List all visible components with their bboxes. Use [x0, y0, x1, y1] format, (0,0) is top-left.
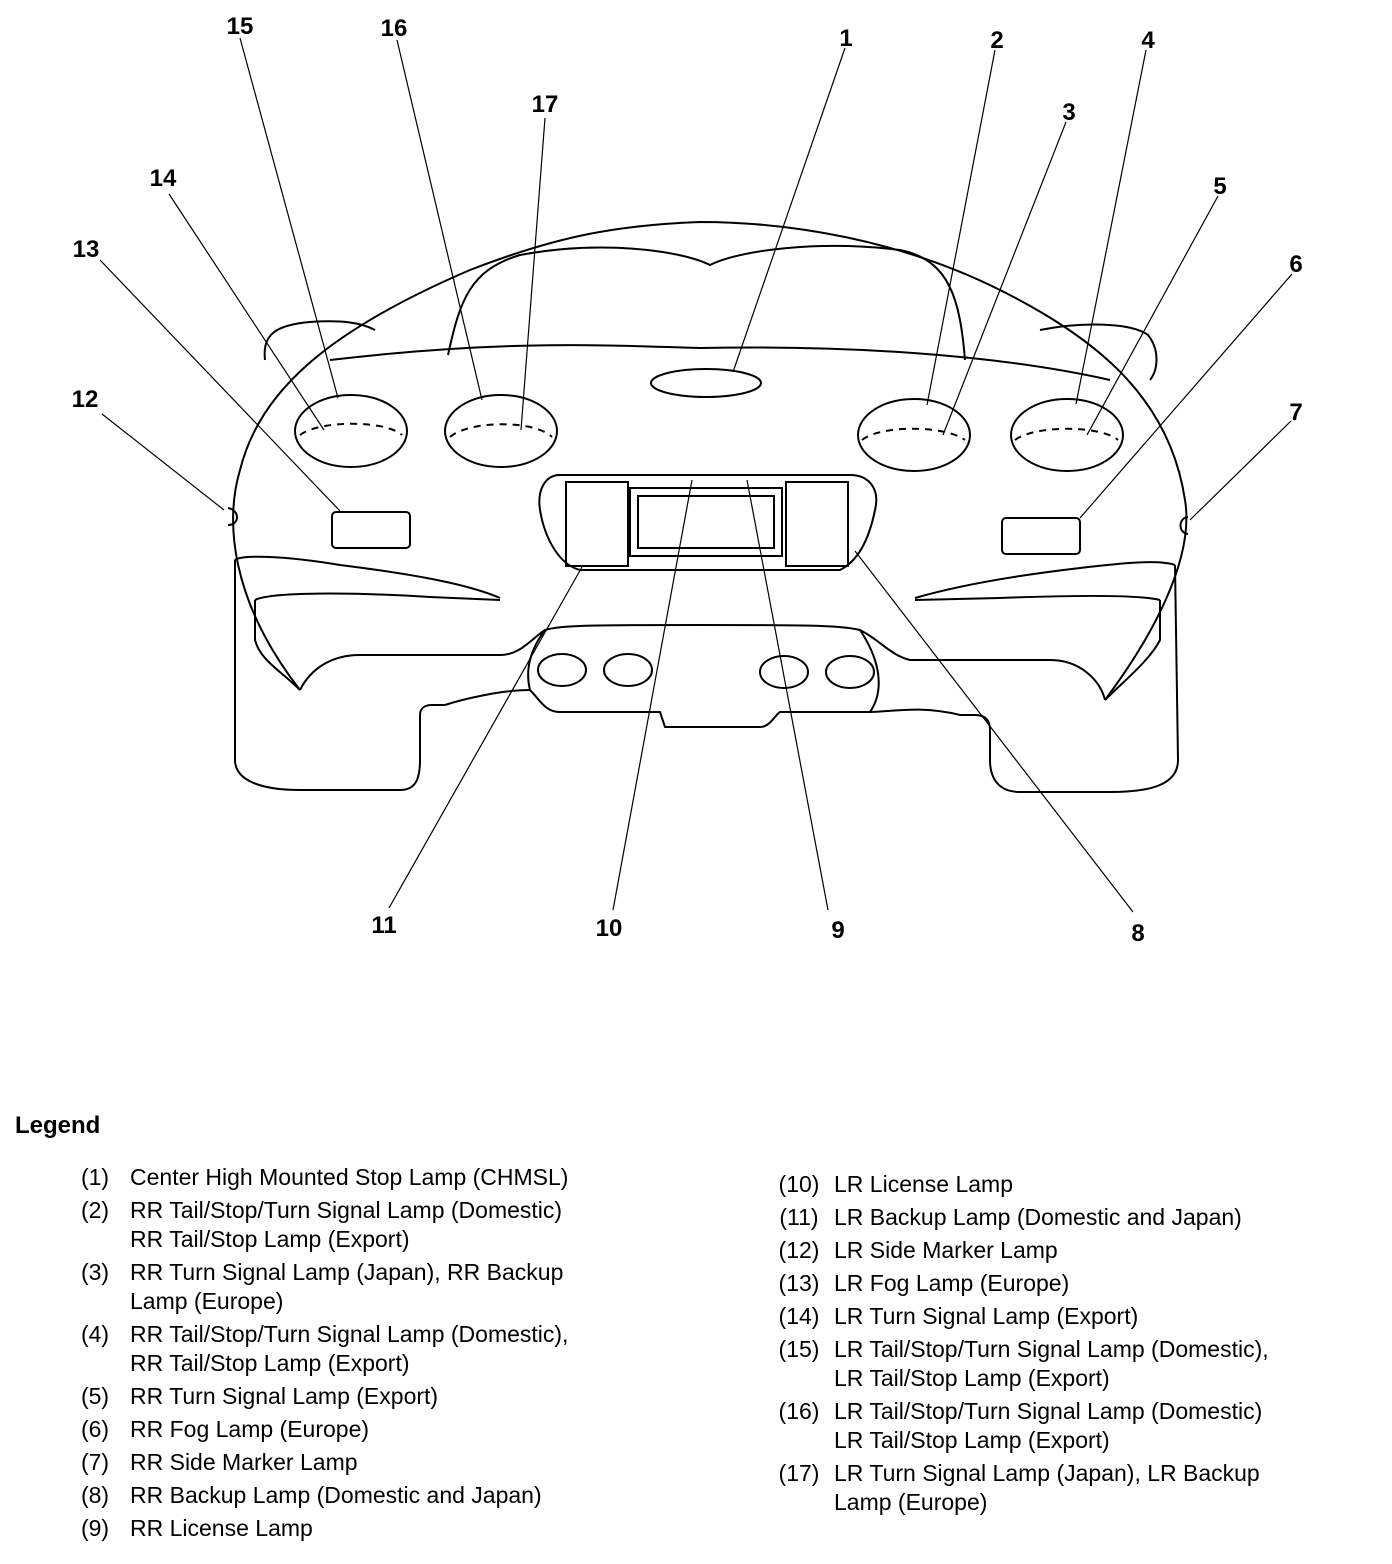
legend-item: (13) LR Fog Lamp (Europe) — [764, 1269, 1384, 1298]
legend-item-text: Center High Mounted Stop Lamp (CHMSL) — [130, 1164, 569, 1190]
legend-item: (15) LR Tail/Stop/Turn Signal Lamp (Domes… — [764, 1335, 1384, 1393]
legend-item-number: (9) — [80, 1515, 110, 1541]
left-backup-lamp — [565, 481, 629, 567]
legend-item: (12) LR Side Marker Lamp — [764, 1236, 1384, 1265]
callout-8: 8 — [1131, 920, 1144, 947]
legend-item-number: (11) — [779, 1204, 819, 1230]
legend-item-text: RR Side Marker Lamp — [130, 1449, 358, 1475]
legend-item: (17) LR Turn Signal Lamp (Japan), LR Back… — [764, 1459, 1384, 1517]
legend-item-number: (13) — [778, 1270, 820, 1296]
legend-item-number: (17) — [778, 1460, 820, 1486]
callout-13: 13 — [73, 236, 100, 263]
legend-item-number: (12) — [778, 1237, 820, 1263]
legend-item-text: RR Tail/Stop/Turn Signal Lamp (Domestic)… — [130, 1321, 569, 1376]
legend-left-column: (1) Center High Mounted Stop Lamp (CHMSL)… — [60, 1163, 690, 1547]
legend-item-number: (7) — [80, 1449, 110, 1475]
legend-item: (6) RR Fog Lamp (Europe) — [60, 1415, 690, 1444]
legend-item-number: (14) — [778, 1303, 820, 1329]
right-fog-lamp — [1001, 517, 1081, 555]
callout-3: 3 — [1062, 99, 1075, 126]
callout-11: 11 — [371, 912, 396, 939]
callout-5: 5 — [1213, 173, 1226, 200]
license-pocket — [538, 474, 878, 571]
legend-item: (5) RR Turn Signal Lamp (Export) — [60, 1382, 690, 1411]
legend-item: (9) RR License Lamp — [60, 1514, 690, 1543]
legend-item-text: LR Tail/Stop/Turn Signal Lamp (Domestic)… — [834, 1398, 1263, 1453]
chmsl-lamp — [650, 368, 762, 398]
left-tail-lamps — [294, 394, 558, 468]
legend-item-text: RR Backup Lamp (Domestic and Japan) — [130, 1482, 542, 1508]
legend-item-text: RR Tail/Stop/Turn Signal Lamp (Domestic)… — [130, 1197, 563, 1252]
leader-lines — [99, 37, 1293, 913]
legend-item: (7) RR Side Marker Lamp — [60, 1448, 690, 1477]
legend-item: (8) RR Backup Lamp (Domestic and Japan) — [60, 1481, 690, 1510]
legend-item-text: LR Tail/Stop/Turn Signal Lamp (Domestic)… — [834, 1336, 1269, 1391]
legend-item: (4) RR Tail/Stop/Turn Signal Lamp (Domest… — [60, 1320, 690, 1378]
callout-12: 12 — [72, 386, 99, 413]
callout-1: 1 — [839, 25, 852, 52]
legend-item-text: RR Turn Signal Lamp (Japan), RR Backup L… — [130, 1259, 564, 1314]
legend-item-text: LR Side Marker Lamp — [834, 1237, 1058, 1263]
legend-item-number: (8) — [80, 1482, 110, 1508]
rear-lamp-diagram: 1 2 3 4 5 6 7 8 9 10 11 12 13 14 15 16 1… — [72, 13, 1303, 947]
legend-item-text: LR License Lamp — [834, 1171, 1013, 1197]
legend-item-number: (2) — [80, 1197, 110, 1223]
legend-item: (14) LR Turn Signal Lamp (Export) — [764, 1302, 1384, 1331]
car-rear-outline — [227, 220, 1189, 793]
legend-item: (11) LR Backup Lamp (Domestic and Japan) — [764, 1203, 1384, 1232]
callout-6: 6 — [1289, 251, 1302, 278]
legend-item-text: RR Fog Lamp (Europe) — [130, 1416, 370, 1442]
legend-item-text: RR Turn Signal Lamp (Export) — [130, 1383, 439, 1409]
legend-item: (3) RR Turn Signal Lamp (Japan), RR Backu… — [60, 1258, 690, 1316]
legend-item-number: (4) — [80, 1321, 110, 1347]
callout-2: 2 — [990, 27, 1003, 54]
legend-item-text: LR Turn Signal Lamp (Japan), LR Backup L… — [834, 1460, 1260, 1515]
right-backup-lamp — [785, 481, 849, 567]
legend-item-number: (10) — [778, 1171, 820, 1197]
legend-item: (1) Center High Mounted Stop Lamp (CHMSL) — [60, 1163, 690, 1192]
callout-7: 7 — [1289, 399, 1302, 426]
legend-item-text: RR License Lamp — [130, 1515, 313, 1541]
callout-17: 17 — [532, 91, 559, 118]
legend-item-number: (1) — [80, 1164, 110, 1190]
legend-item: (2) RR Tail/Stop/Turn Signal Lamp (Domest… — [60, 1196, 690, 1254]
callout-4: 4 — [1141, 27, 1155, 54]
legend-right-column: (10) LR License Lamp (11) LR Backup Lamp (D… — [764, 1170, 1384, 1521]
legend-item-text: LR Fog Lamp (Europe) — [834, 1270, 1070, 1296]
legend-item-number: (16) — [778, 1398, 820, 1424]
legend-item: (10) LR License Lamp — [764, 1170, 1384, 1199]
legend-item-number: (6) — [80, 1416, 110, 1442]
callout-10: 10 — [596, 915, 623, 942]
callout-16: 16 — [381, 15, 408, 42]
legend-title: Legend — [15, 1112, 101, 1139]
callout-labels: 1 2 3 4 5 6 7 8 9 10 11 12 13 14 15 16 1… — [72, 13, 1303, 947]
callout-9: 9 — [831, 917, 844, 944]
left-fog-lamp — [331, 511, 411, 549]
legend-item-number: (5) — [80, 1383, 110, 1409]
right-tail-lamps — [857, 398, 1124, 472]
legend-item-text: LR Turn Signal Lamp (Export) — [834, 1303, 1139, 1329]
callout-15: 15 — [227, 13, 254, 40]
callout-14: 14 — [150, 165, 177, 192]
legend-item-number: (3) — [80, 1259, 110, 1285]
legend-item: (16) LR Tail/Stop/Turn Signal Lamp (Domes… — [764, 1397, 1384, 1455]
legend-item-number: (15) — [778, 1336, 820, 1362]
legend-item-text: LR Backup Lamp (Domestic and Japan) — [834, 1204, 1242, 1230]
